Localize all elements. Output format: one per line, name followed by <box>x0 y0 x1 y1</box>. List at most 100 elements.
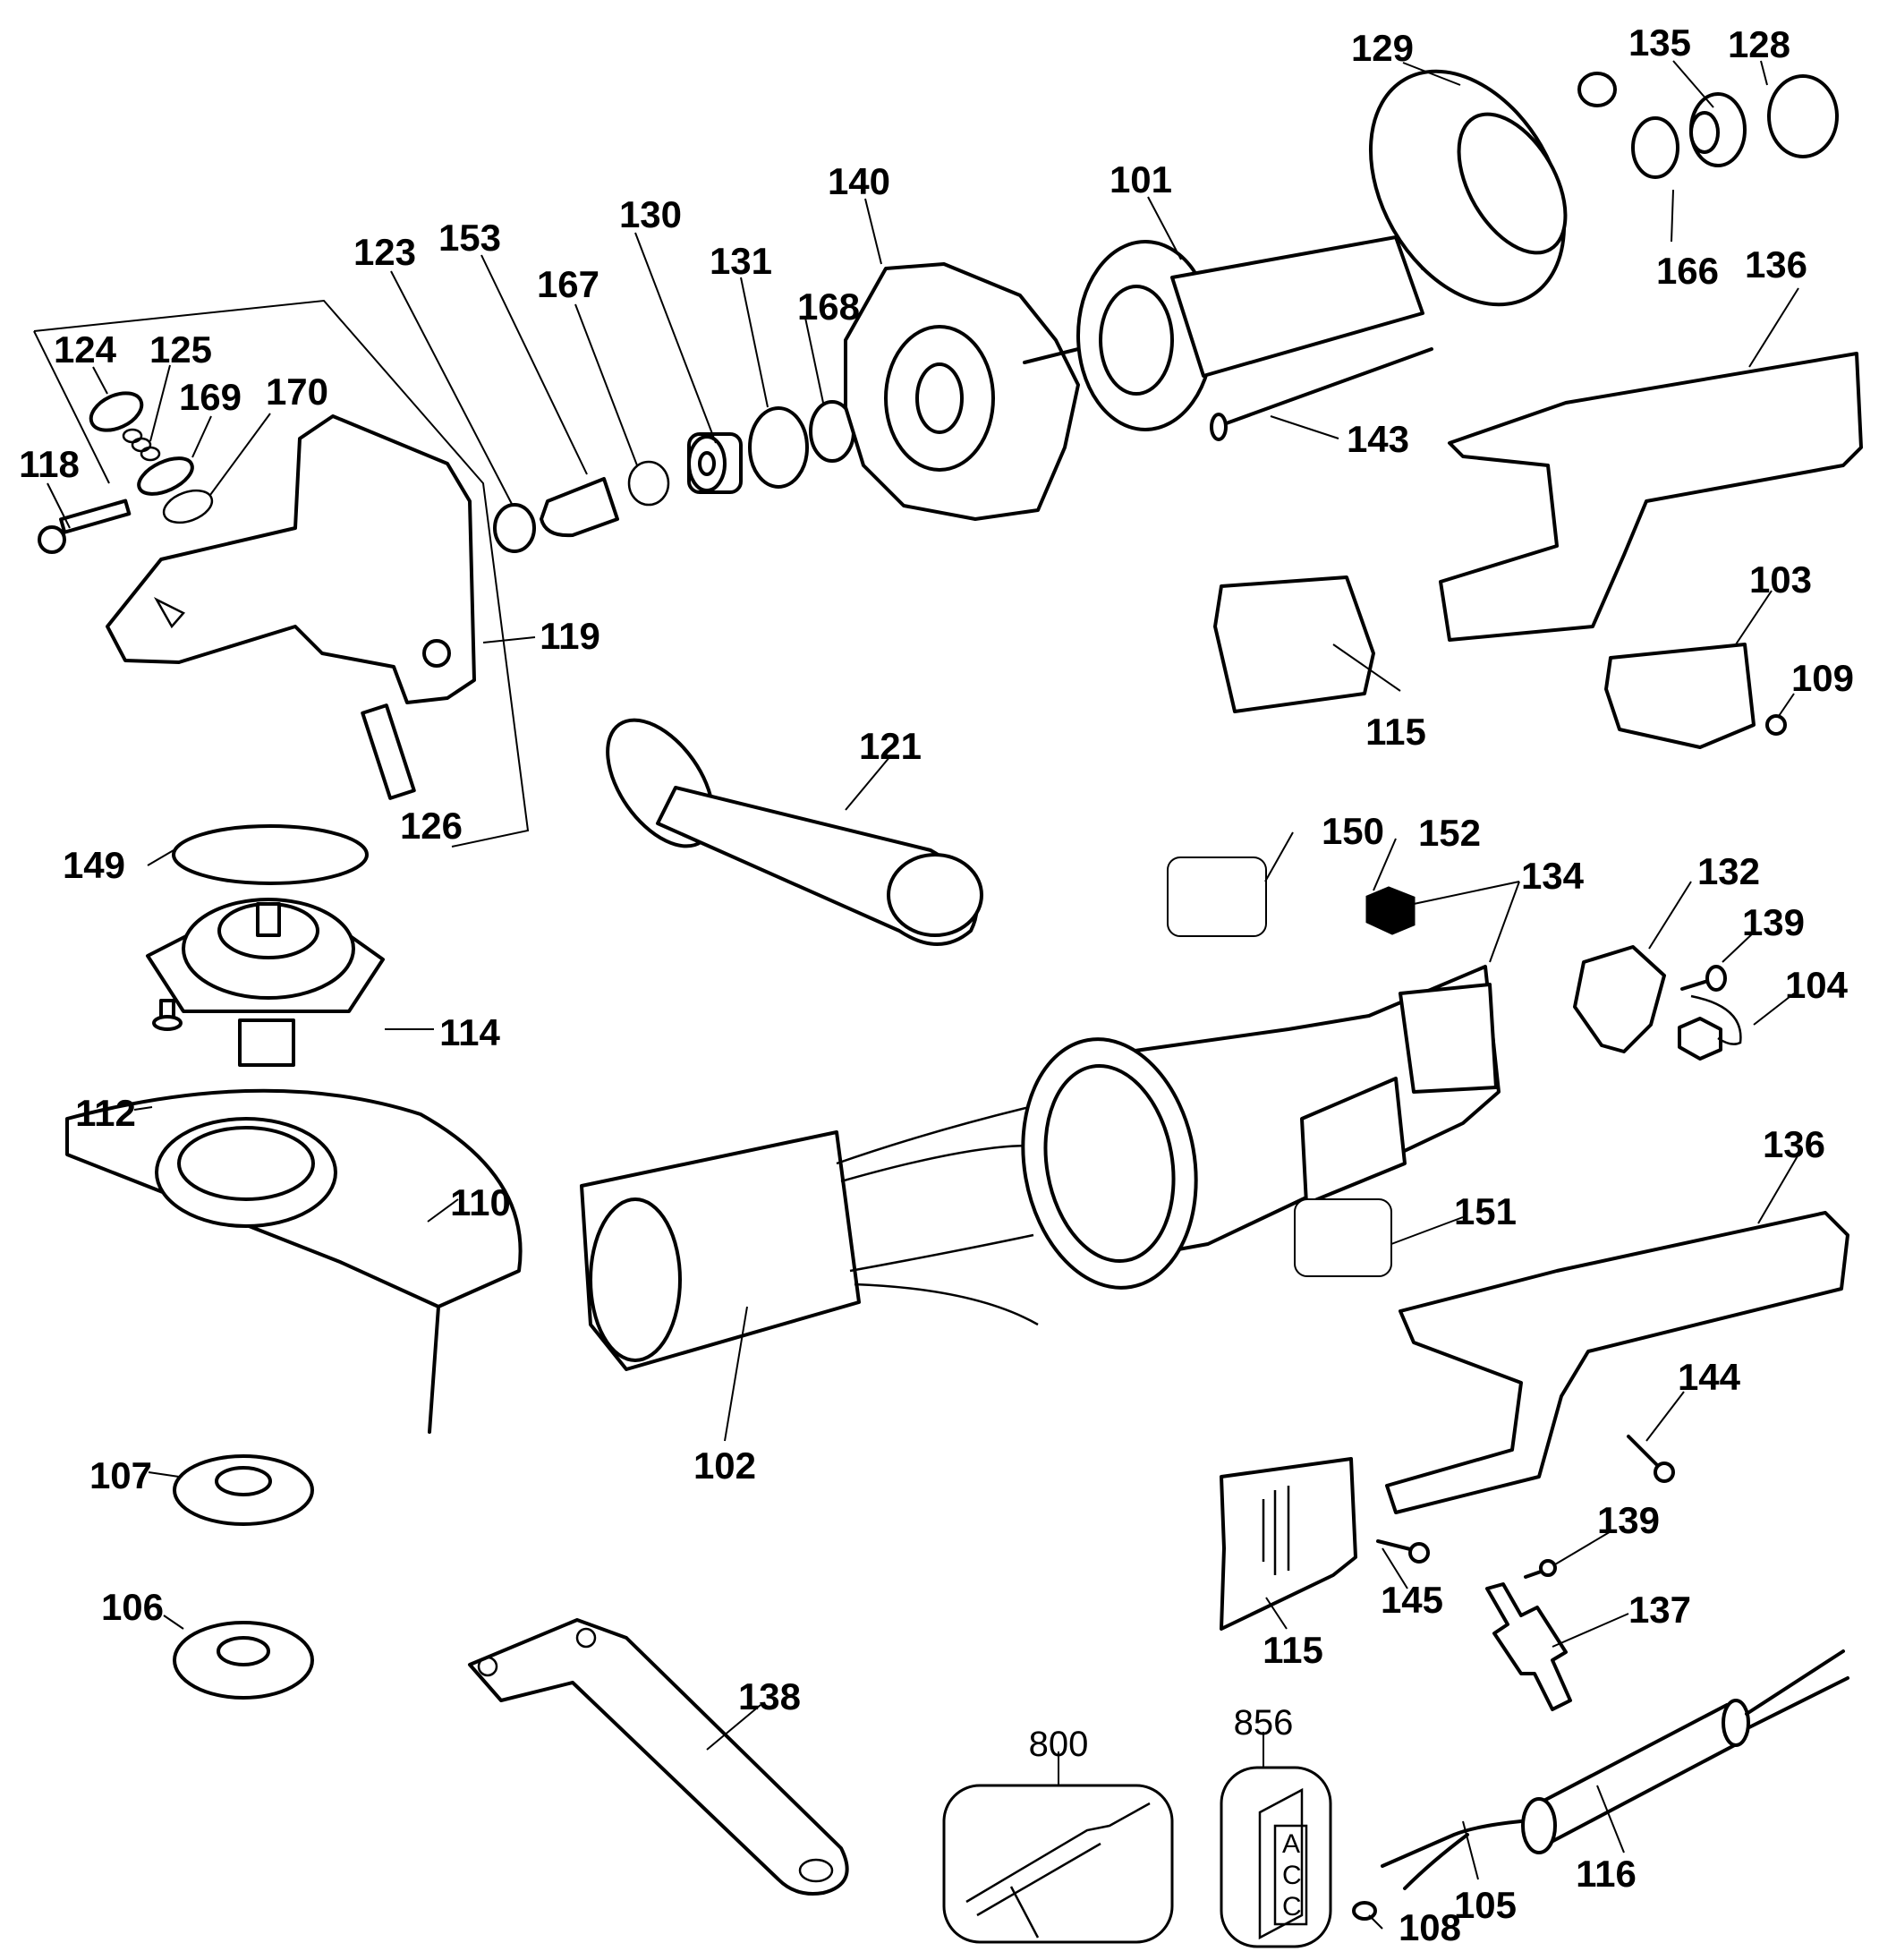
callout-106: 106 <box>101 1586 164 1628</box>
part-130-bearing <box>687 432 743 494</box>
part-139-screw-upper <box>1680 965 1727 992</box>
callout-105: 105 <box>1454 1884 1517 1926</box>
part-126-pin <box>361 703 416 800</box>
part-104-brush <box>1678 994 1742 1061</box>
part-114-spindle-assembly <box>146 898 385 1067</box>
callout-800: 800 <box>1029 1725 1089 1764</box>
callout-145: 145 <box>1381 1579 1443 1621</box>
callout-136-lower: 136 <box>1763 1123 1825 1165</box>
callout-137: 137 <box>1628 1589 1691 1631</box>
callout-116: 116 <box>1576 1853 1637 1895</box>
callout-144: 144 <box>1678 1356 1741 1398</box>
callout-129: 129 <box>1351 27 1414 69</box>
part-119-gear-housing <box>106 414 476 704</box>
callout-170: 170 <box>266 371 328 413</box>
callout-118: 118 <box>19 443 80 485</box>
part-106-flange-nut <box>173 1621 314 1700</box>
part-116-cord-protector <box>1521 1649 1849 1854</box>
callout-140: 140 <box>828 160 890 202</box>
part-136-handle-top <box>1439 352 1863 642</box>
callout-132: 132 <box>1697 850 1760 892</box>
part-167-bearing <box>627 460 670 507</box>
callout-135: 135 <box>1628 21 1691 64</box>
cover-slots <box>1262 1486 1290 1575</box>
acc-letter-3: C <box>1282 1892 1302 1922</box>
part-110-guard <box>65 1088 523 1434</box>
acc-letter-2: C <box>1282 1861 1302 1890</box>
part-107-inner-flange <box>173 1454 314 1526</box>
part-166-washer <box>1631 116 1679 179</box>
part-170-ring <box>162 489 214 524</box>
callout-103: 103 <box>1749 558 1812 601</box>
callout-130: 130 <box>619 193 682 235</box>
callout-136: 136 <box>1745 243 1807 285</box>
callout-115-lower: 115 <box>1263 1629 1323 1671</box>
callout-152: 152 <box>1418 812 1481 854</box>
assembly-bracket <box>33 299 530 848</box>
callout-126: 126 <box>400 805 463 847</box>
callout-139-upper: 139 <box>1742 901 1805 943</box>
part-129-end-bell <box>1368 69 1617 307</box>
callout-168: 168 <box>797 285 860 328</box>
part-121-side-handle <box>606 718 983 946</box>
callout-151: 151 <box>1454 1190 1517 1232</box>
callout-115: 115 <box>1365 711 1426 753</box>
callout-149: 149 <box>63 844 125 886</box>
callout-123: 123 <box>353 231 416 273</box>
callout-134: 134 <box>1521 855 1585 897</box>
callout-107: 107 <box>89 1454 152 1496</box>
callout-119: 119 <box>540 615 600 657</box>
callout-856: 856 <box>1234 1703 1294 1743</box>
part-140-fan <box>844 262 1080 521</box>
callout-102: 102 <box>693 1444 756 1487</box>
part-105-cord-wires <box>1381 1819 1523 1890</box>
part-101-armature <box>1023 235 1478 431</box>
part-150-label <box>1167 856 1267 937</box>
part-135-bearing <box>1689 92 1747 167</box>
part-144-screw <box>1627 1435 1675 1483</box>
callout-166: 166 <box>1656 250 1719 292</box>
callout-110: 110 <box>450 1181 511 1223</box>
part-112-screw <box>152 999 183 1031</box>
callout-167: 167 <box>537 263 599 305</box>
kit-856-box: A C C <box>1220 1766 1332 1948</box>
part-152-brush-block <box>1365 886 1416 935</box>
part-139-screw-lower <box>1524 1559 1557 1579</box>
callout-108: 108 <box>1399 1906 1461 1948</box>
callout-121: 121 <box>859 725 922 767</box>
part-138-spanner <box>468 1618 849 1896</box>
callout-128: 128 <box>1728 23 1790 65</box>
assembly-bracket-side <box>33 330 110 484</box>
callout-153: 153 <box>438 217 501 259</box>
leader-lines <box>47 60 1799 1930</box>
callout-138: 138 <box>738 1675 801 1717</box>
direction-arrow-icon <box>153 597 185 629</box>
kit-800-box <box>942 1784 1174 1944</box>
callout-169: 169 <box>179 376 242 418</box>
callout-125: 125 <box>149 328 212 371</box>
callout-131: 131 <box>710 240 772 282</box>
part-103-switch <box>1604 643 1756 749</box>
callout-143: 143 <box>1347 418 1409 460</box>
callout-114: 114 <box>439 1011 500 1053</box>
callout-104: 104 <box>1785 964 1849 1006</box>
callout-101: 101 <box>1110 158 1172 200</box>
callout-112: 112 <box>75 1092 136 1134</box>
part-108-terminal <box>1352 1901 1377 1921</box>
part-134-motor-housing <box>1021 965 1501 1290</box>
part-169-washer <box>137 456 194 496</box>
part-102-field <box>580 1099 1057 1371</box>
callout-139-lower: 139 <box>1597 1499 1660 1541</box>
part-137-cord-clamp <box>1485 1582 1572 1711</box>
callout-124: 124 <box>54 328 117 371</box>
part-145-screw <box>1376 1539 1430 1564</box>
part-123-nut <box>493 503 536 553</box>
part-153-pinion <box>540 477 619 538</box>
part-125-spring <box>122 428 161 462</box>
part-151-label <box>1294 1198 1392 1277</box>
part-118-screw <box>38 499 132 554</box>
callout-109: 109 <box>1791 657 1854 699</box>
part-143-screw <box>1210 347 1433 441</box>
acc-letter-1: A <box>1282 1829 1300 1859</box>
